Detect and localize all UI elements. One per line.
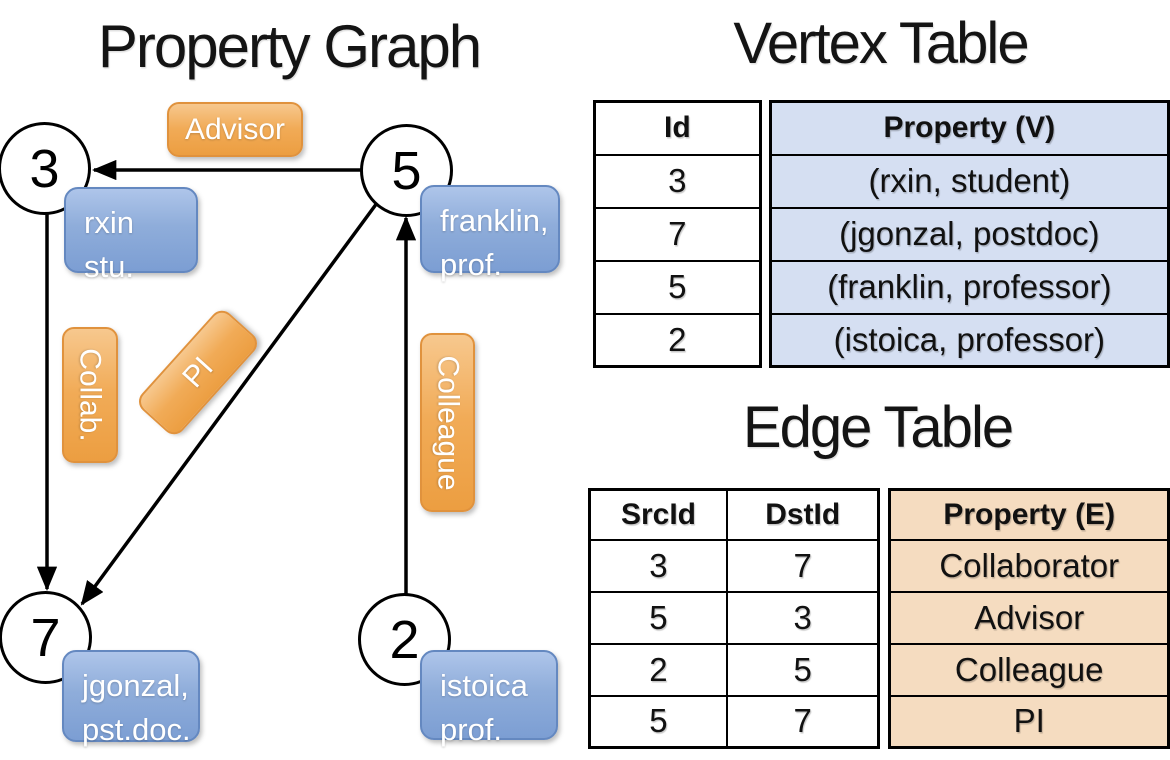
node-property-line: stu. [84,249,134,284]
edge-table-header-property: Property (E) [888,488,1170,541]
edge-label-text: Collab. [74,348,108,442]
edge-label-advisor: Advisor [167,102,303,157]
edge-label-colleague: Colleague [420,333,475,512]
edge-label-text: Colleague [431,354,465,491]
edge-table: SrcId DstId 3 7 5 3 2 5 5 7 Property (E)… [588,488,1170,749]
edge-table-header-dstid: DstId [725,488,880,541]
node-property-line: rxin [84,205,134,240]
edge-label-collab: Collab. [62,327,118,463]
property-graph-title: Property Graph [97,13,482,80]
vertex-table-title: Vertex Table [733,11,1029,76]
edge-table-cell-dstid: 3 [725,590,880,645]
edge-label-text: Advisor [184,112,286,146]
vertex-table-cell-property: (franklin, professor) [769,259,1170,315]
vertex-table-cell-property: (rxin, student) [769,153,1170,209]
edge-table-cell-property: PI [888,694,1170,749]
edge-pi-line-5-to-7 [80,201,379,606]
edge-table-cell-srcid: 2 [588,642,728,697]
edge-table-cell-dstid: 5 [725,642,880,697]
edge-table-cell-property: Colleague [888,642,1170,697]
edge-label-text: PI [175,350,220,394]
vertex-table-property-column: Property (V) (rxin, student) (jgonzal, p… [768,100,1170,368]
vertex-table-header-property: Property (V) [769,100,1170,156]
edge-table-cell-property: Collaborator [888,538,1170,593]
node-property-box-rxin: rxin stu. [64,187,198,284]
node-property-line: jgonzal, [82,668,189,703]
vertex-table-cell-property: (istoica, professor) [769,312,1170,368]
vertex-table-cell-property: (jgonzal, postdoc) [769,206,1170,262]
vertex-table: Id 3 7 5 2 Property (V) (rxin, student) … [593,100,1170,368]
node-property-line: istoica [440,668,528,703]
vertex-table-header-id: Id [593,100,762,156]
vertex-table-cell-id: 5 [593,259,762,315]
node-id-label: 5 [391,140,422,201]
node-property-box-franklin: franklin, prof. [420,185,560,282]
vertex-table-cell-id: 2 [593,312,762,368]
graph-edges-svg [36,159,417,606]
node-property-box-istoica: istoica prof. [420,650,558,747]
edge-table-property-column: Property (E) Collaborator Advisor Collea… [888,488,1170,749]
node-property-line: prof. [440,247,503,282]
vertex-table-id-column: Id 3 7 5 2 [593,100,762,368]
edge-table-title: Edge Table [742,395,1014,460]
node-id-label: 2 [389,609,420,670]
edge-table-cell-dstid: 7 [725,538,880,593]
node-property-line: prof. [440,712,503,747]
edge-table-header-srcid: SrcId [588,488,728,541]
edge-table-cell-dstid: 7 [725,694,880,749]
edge-table-cell-property: Advisor [888,590,1170,645]
node-property-line: franklin, [440,203,549,238]
vertex-table-cell-id: 7 [593,206,762,262]
edge-table-cell-srcid: 3 [588,538,728,593]
node-property-line: pst.doc. [82,712,191,747]
node-id-label: 7 [30,607,61,668]
graph-node-2: 2 [358,593,451,686]
edge-table-id-columns: SrcId DstId 3 7 5 3 2 5 5 7 [588,488,881,749]
edge-table-cell-srcid: 5 [588,590,728,645]
node-id-label: 3 [29,138,60,199]
node-property-box-jgonzal: jgonzal, pst.doc. [62,650,200,747]
edge-table-cell-srcid: 5 [588,694,728,749]
vertex-table-cell-id: 3 [593,153,762,209]
